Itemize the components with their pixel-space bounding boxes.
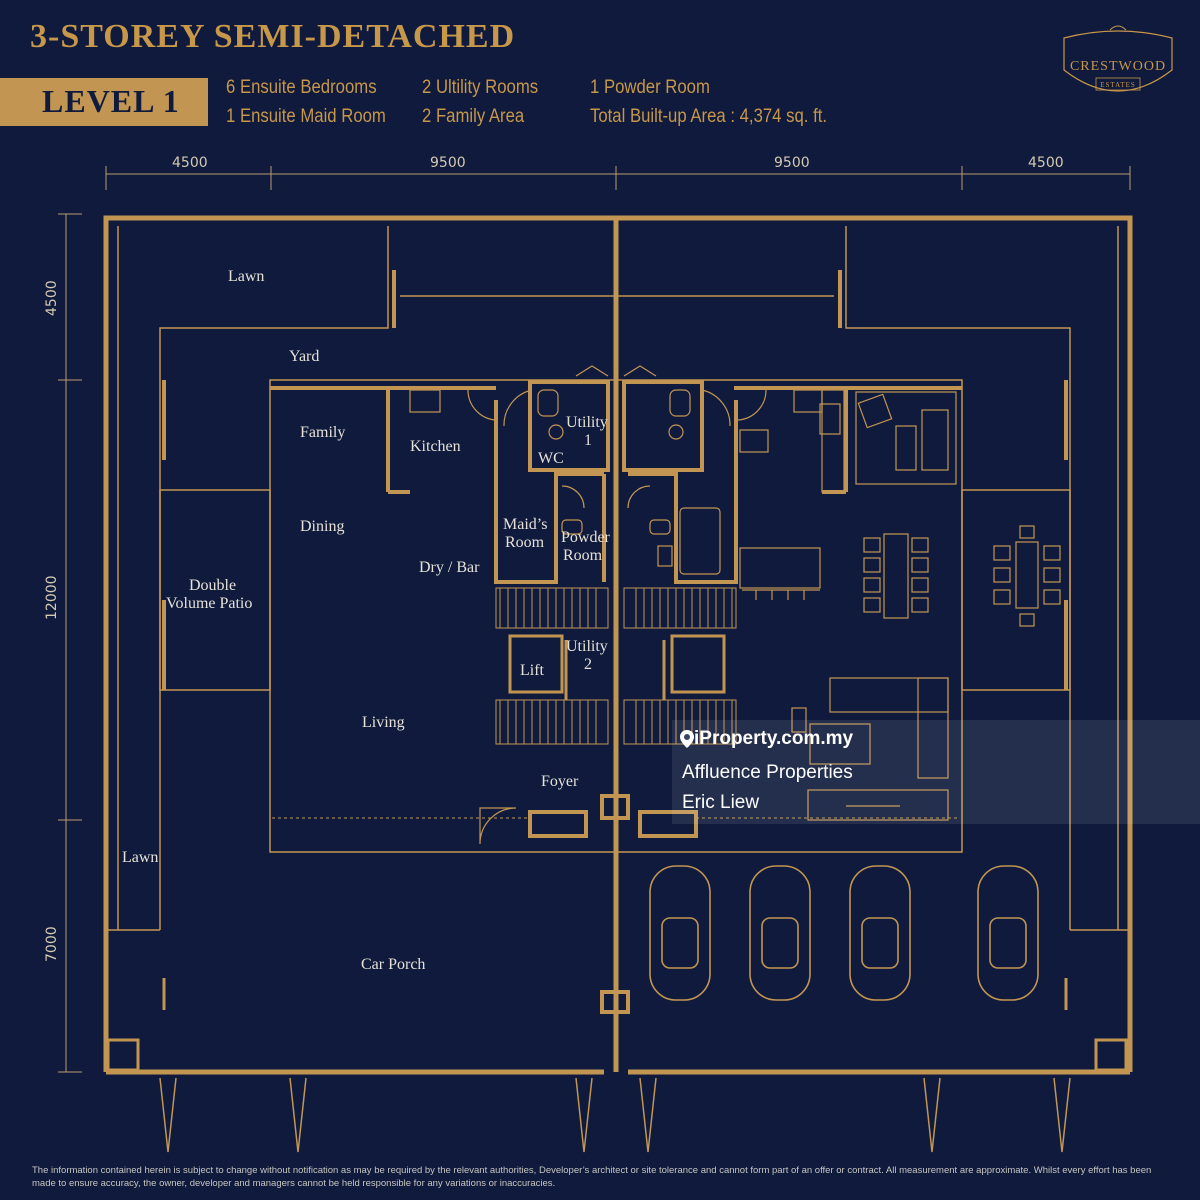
spec-utility-rooms: 2 Ultility Rooms bbox=[422, 77, 539, 98]
furniture bbox=[791, 391, 1061, 821]
room-utility-2-number: 2 bbox=[584, 656, 592, 673]
room-lift: Lift bbox=[520, 662, 544, 679]
room-utility-1-number: 1 bbox=[584, 432, 592, 449]
lift-shafts bbox=[508, 634, 726, 700]
iproperty-watermark: iProperty.com.my Affluence Properties Er… bbox=[672, 720, 1200, 824]
room-car-porch: Car Porch bbox=[361, 956, 426, 973]
logo-sub: ESTATES bbox=[1100, 81, 1136, 89]
room-powder-label: Powder bbox=[561, 529, 610, 546]
room-dining: Dining bbox=[300, 518, 345, 535]
dimension-top-1: 4500 bbox=[172, 155, 208, 171]
room-patio-line2: Volume Patio bbox=[166, 595, 253, 612]
page-title: 3-STOREY SEMI-DETACHED bbox=[30, 18, 516, 55]
room-powder-room: Room bbox=[563, 547, 603, 564]
room-utility-1-label: Utility bbox=[566, 414, 608, 431]
level-label: LEVEL 1 bbox=[42, 83, 180, 119]
watermark-agency: Affluence Properties bbox=[682, 762, 853, 783]
room-dry-bar: Dry / Bar bbox=[419, 559, 480, 576]
level-badge: LEVEL 1 bbox=[0, 78, 208, 126]
dimension-left-1: 4500 bbox=[44, 280, 60, 316]
spec-built-up-area: Total Built-up Area : 4,374 sq. ft. bbox=[590, 106, 828, 127]
crestwood-logo: CRESTWOOD ESTATES bbox=[1056, 20, 1180, 104]
spec-powder-room: 1 Powder Room bbox=[590, 77, 710, 98]
watermark-brand: iProperty.com.my bbox=[694, 728, 854, 749]
location-pin-icon bbox=[680, 730, 694, 748]
watermark-agent: Eric Liew bbox=[682, 792, 760, 813]
dimension-top-4: 4500 bbox=[1028, 155, 1064, 171]
car-icons bbox=[649, 865, 1039, 1001]
spec-bedrooms: 6 Ensuite Bedrooms bbox=[226, 77, 377, 98]
room-lawn-side: Lawn bbox=[122, 849, 159, 866]
spec-family-area: 2 Family Area bbox=[422, 106, 525, 127]
boundary-inner bbox=[106, 226, 1130, 931]
left-unit-walls bbox=[270, 380, 610, 584]
room-lawn-top: Lawn bbox=[228, 268, 265, 285]
staircases bbox=[495, 587, 737, 745]
room-living: Living bbox=[362, 714, 405, 731]
top-dimension-lines bbox=[105, 166, 1131, 190]
room-maids-room: Room bbox=[505, 534, 545, 551]
dimension-top-2: 9500 bbox=[430, 155, 466, 171]
room-patio-line1: Double bbox=[189, 577, 237, 594]
right-unit-walls bbox=[622, 380, 962, 584]
room-wc: WC bbox=[538, 450, 564, 467]
spec-maid-room: 1 Ensuite Maid Room bbox=[226, 106, 386, 127]
left-dimension-lines bbox=[58, 213, 82, 1073]
dimension-left-2: 12000 bbox=[44, 575, 60, 620]
logo-brand: CRESTWOOD bbox=[1070, 59, 1166, 74]
boundary-walls bbox=[103, 215, 1133, 1075]
room-kitchen: Kitchen bbox=[410, 438, 461, 455]
room-family: Family bbox=[300, 424, 346, 441]
room-foyer: Foyer bbox=[541, 773, 579, 790]
room-utility-2-label: Utility bbox=[566, 638, 608, 655]
dimension-left-3: 7000 bbox=[44, 926, 60, 962]
disclaimer-text: The information contained herein is subj… bbox=[32, 1165, 1152, 1189]
room-maids-label: Maid’s bbox=[503, 516, 548, 533]
room-yard: Yard bbox=[289, 348, 320, 365]
dimension-top-3: 9500 bbox=[774, 155, 810, 171]
